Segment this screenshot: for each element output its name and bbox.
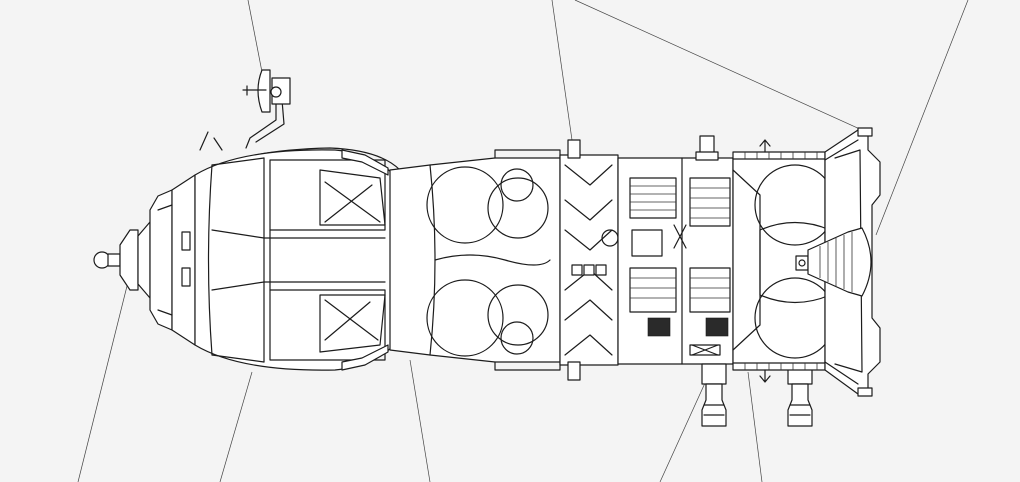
main-engine-nozzle <box>807 227 872 297</box>
leader-line-upper-center <box>551 0 573 141</box>
solar-cell-grid-left <box>647 317 671 337</box>
arrow-up-icon <box>759 139 771 153</box>
leader-line-docking-probe <box>77 281 129 482</box>
tank-lower-left <box>426 279 504 357</box>
solar-cell-grid-right <box>705 317 729 337</box>
striped-band-bottom <box>732 362 826 371</box>
antenna-assembly <box>199 69 291 151</box>
habitation-module <box>194 149 422 371</box>
habitation-module-nose <box>149 147 401 346</box>
window-upper <box>269 159 386 231</box>
propellant-section <box>389 149 561 371</box>
thruster-nozzles <box>701 363 813 427</box>
propellant-cone <box>389 157 561 363</box>
leader-line-antenna <box>247 0 263 73</box>
truss-adapter <box>559 139 619 381</box>
tank-upper-left <box>426 166 504 244</box>
docking-probe <box>93 221 151 299</box>
hatch-ring <box>149 189 173 331</box>
leader-line-upper-right-b <box>875 0 969 236</box>
leader-line-nozzle-b <box>747 371 763 482</box>
habitation-shell <box>194 149 422 371</box>
window-lower <box>269 289 386 361</box>
aft-skirt <box>807 127 881 397</box>
arrow-down-icon <box>759 369 771 383</box>
leader-line-habitation <box>219 371 253 482</box>
antenna-boom <box>245 99 285 149</box>
leader-line-upper-right-a <box>574 0 863 131</box>
antenna-dish-icon <box>257 69 271 113</box>
instrument-module <box>617 135 734 365</box>
leader-line-cone <box>409 359 431 482</box>
tank-lower-right <box>487 284 549 346</box>
radiator-panels <box>629 177 731 313</box>
tank-upper-right <box>487 177 549 239</box>
striped-band-top <box>732 151 826 160</box>
leader-lines <box>77 0 969 482</box>
leader-line-nozzle-a <box>659 371 711 482</box>
